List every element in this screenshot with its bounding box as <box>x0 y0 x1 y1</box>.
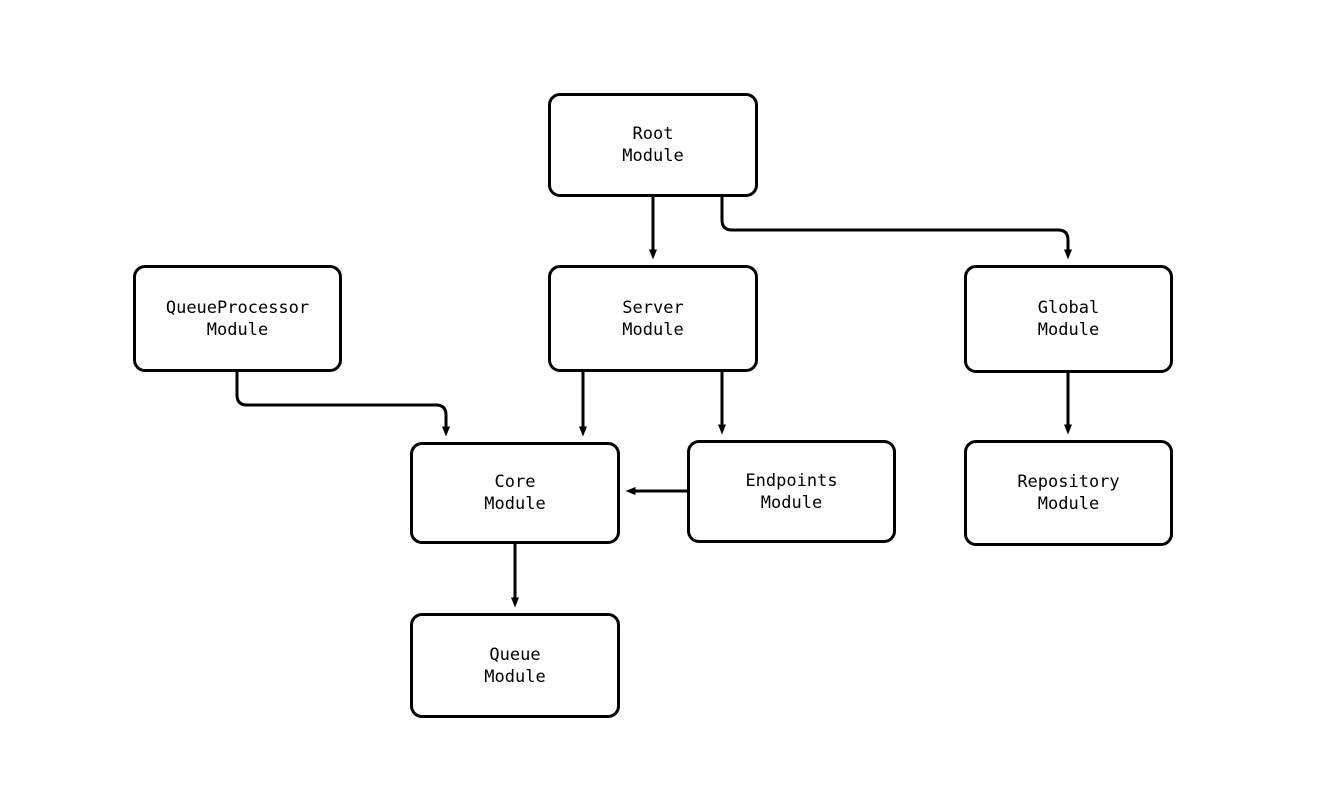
node-endpoints[interactable]: Endpoints Module <box>687 440 896 543</box>
node-label-core: Core Module <box>484 472 546 514</box>
node-core[interactable]: Core Module <box>410 442 620 544</box>
node-label-queue: Queue Module <box>484 644 546 687</box>
node-root[interactable]: Root Module <box>548 93 758 197</box>
node-label-queueprocessor: QueueProcessor Module <box>165 297 310 340</box>
node-label-root: Root Module <box>622 124 684 166</box>
node-label-server: Server Module <box>622 297 684 340</box>
node-label-repository: Repository Module <box>1017 472 1120 514</box>
edge-queueprocessor-to-core <box>235 372 450 437</box>
node-global[interactable]: Global Module <box>964 265 1173 373</box>
node-label-endpoints: Endpoints Module <box>745 470 838 513</box>
node-queue[interactable]: Queue Module <box>410 613 620 718</box>
edge-root-to-global <box>720 197 1072 260</box>
node-server[interactable]: Server Module <box>548 265 758 372</box>
node-queueprocessor[interactable]: QueueProcessor Module <box>133 265 342 372</box>
node-label-global: Global Module <box>1037 298 1100 340</box>
node-repository[interactable]: Repository Module <box>964 440 1173 546</box>
